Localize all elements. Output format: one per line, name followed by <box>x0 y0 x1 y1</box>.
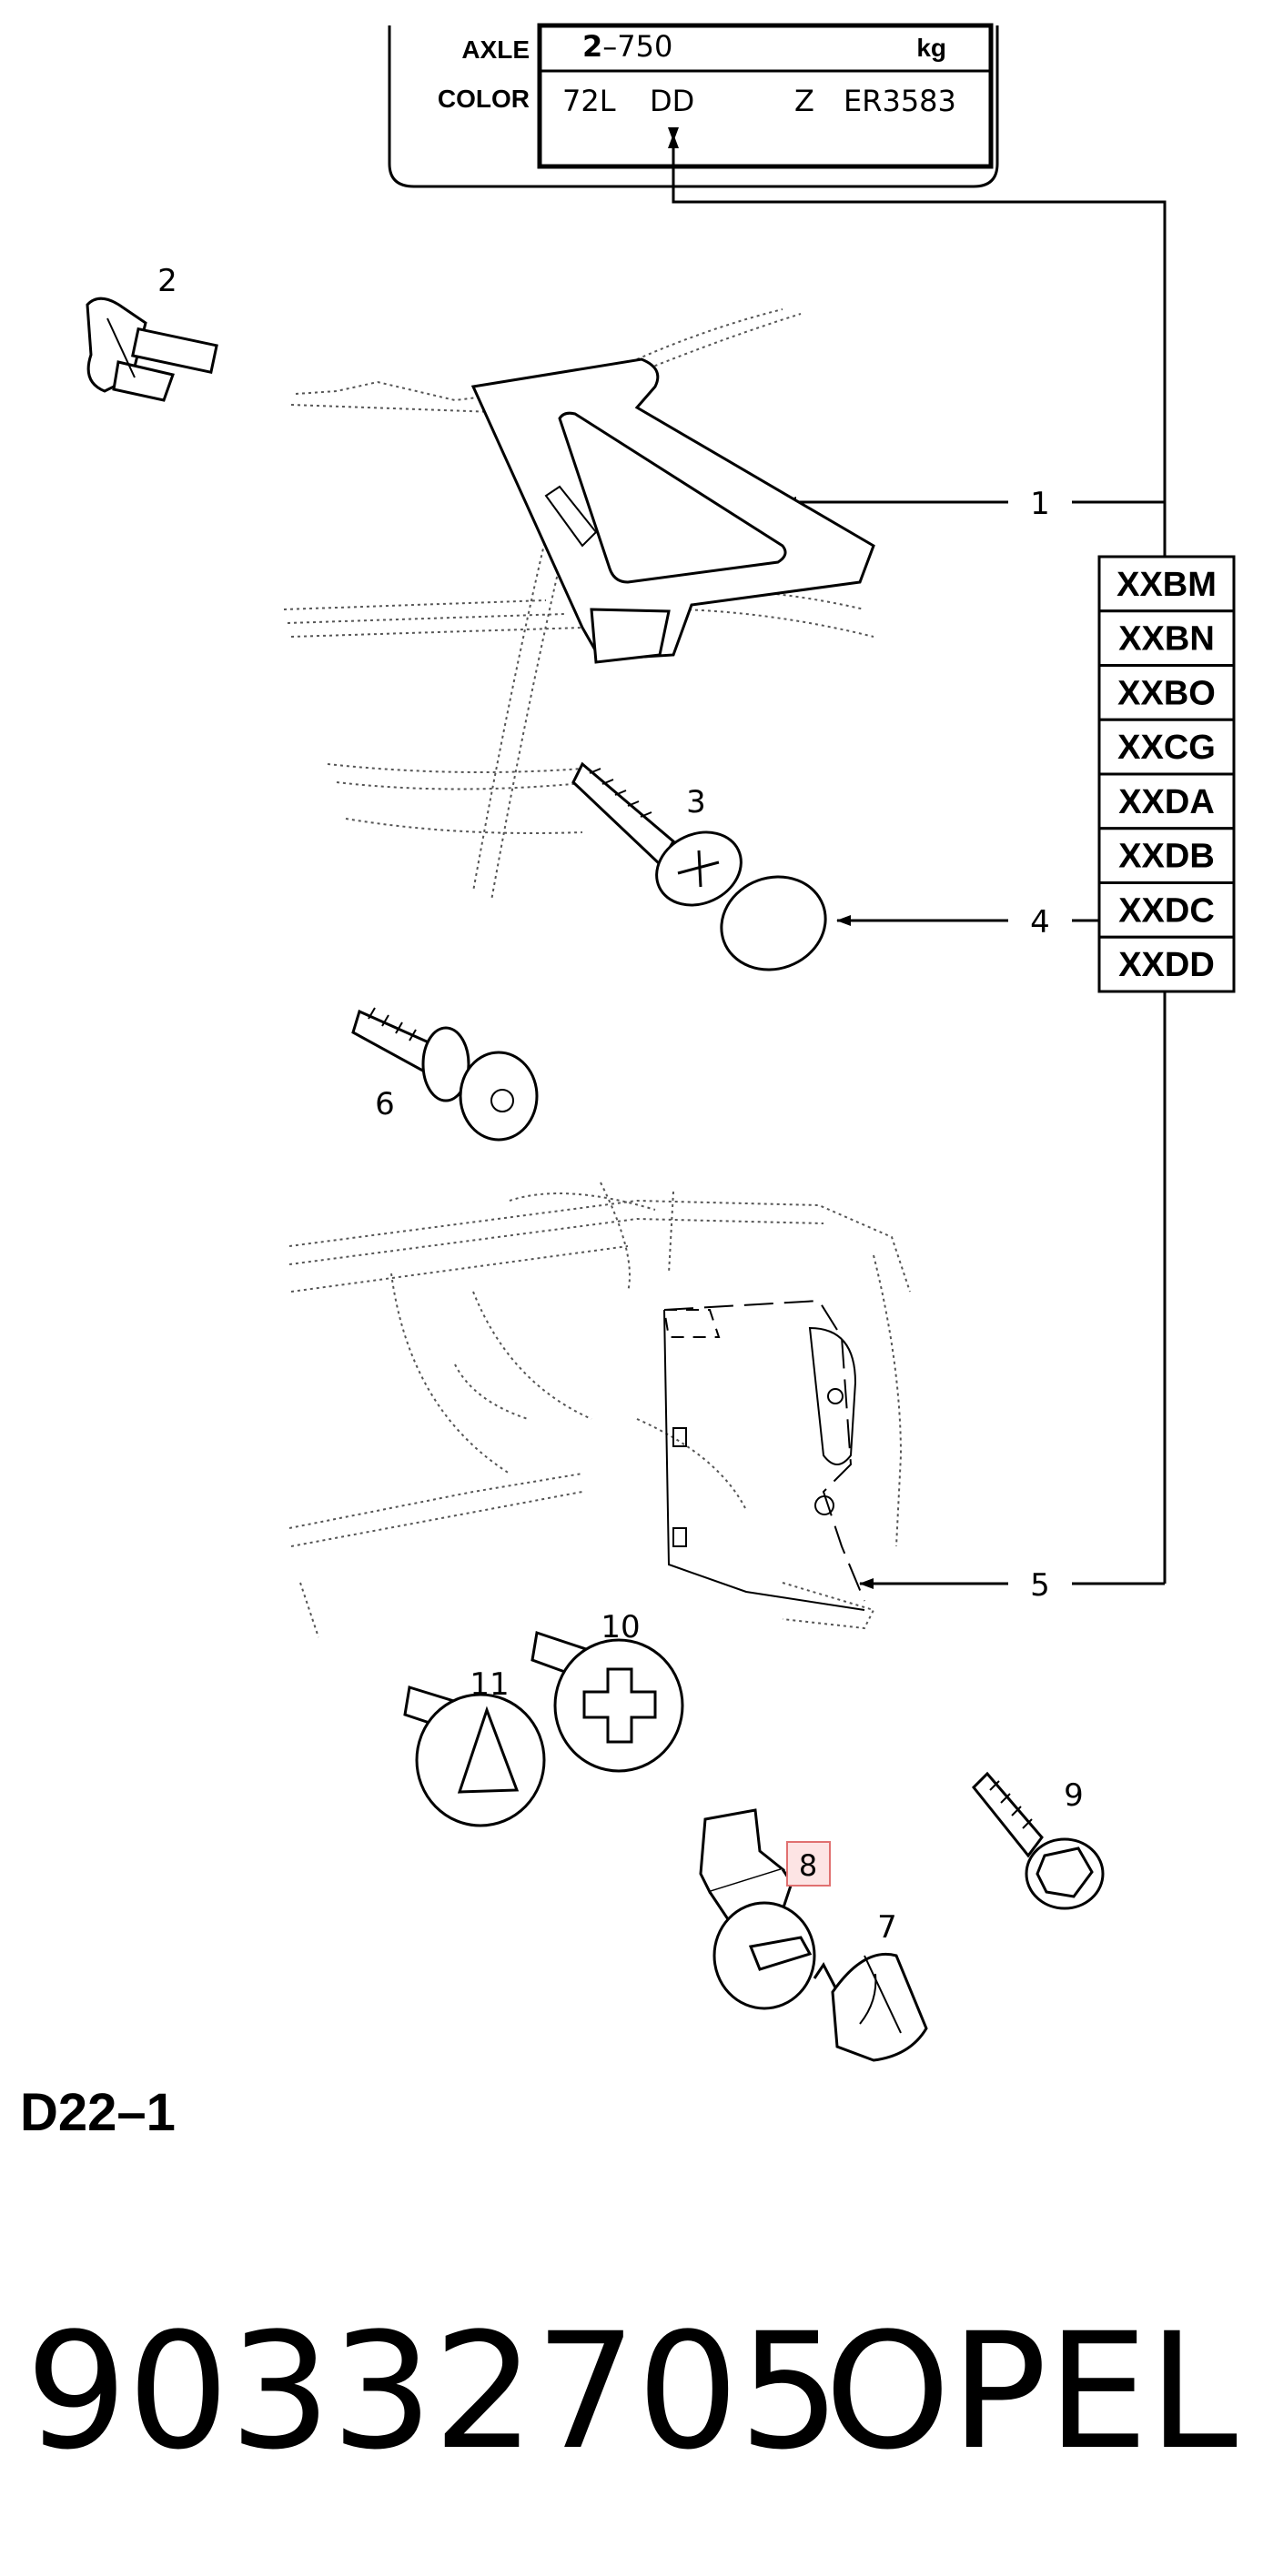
callout-1: 1 <box>1030 486 1050 522</box>
bolt-part-6 <box>351 1007 539 1142</box>
knob-part-7 <box>813 1952 928 2062</box>
code-label: XXDB <box>1118 838 1215 876</box>
color-value-1: 72L <box>562 84 616 118</box>
color-value-3: Z <box>794 84 814 118</box>
svg-text:2–750: 2–750 <box>582 29 672 64</box>
code-cell <box>1097 664 1236 721</box>
color-value-2: DD <box>650 84 694 118</box>
code-label: XXBN <box>1118 620 1215 659</box>
axle-unit: kg <box>916 34 946 62</box>
color-value-4: ER3583 <box>844 84 956 118</box>
identification-plate: AXLE COLOR 2–750 kg 72L DD Z ER3583 <box>388 23 999 188</box>
cap-part-4 <box>720 875 827 971</box>
brand-name: OPEL <box>824 2299 1238 2485</box>
option-code-table: XXBM XXBN XXBO XXCG XXDA XXDB XXDC XXDD <box>1097 555 1236 993</box>
callout-8-highlight <box>786 1841 831 1887</box>
callout-5: 5 <box>1030 1567 1050 1604</box>
code-cell <box>1097 935 1236 993</box>
part-number: 90332705 <box>25 2299 841 2485</box>
code-cell <box>1097 555 1236 613</box>
screw-part-3 <box>571 761 743 907</box>
callout-3: 3 <box>686 784 706 820</box>
axle-value: –750 <box>602 29 672 64</box>
code-cell <box>1097 827 1236 884</box>
callout-6: 6 <box>375 1086 395 1122</box>
callout-10: 10 <box>601 1609 640 1645</box>
code-label: XXCG <box>1117 729 1216 767</box>
screw-part-9 <box>971 1771 1105 1910</box>
axle-label: AXLE <box>461 35 530 64</box>
code-label: XXDC <box>1118 891 1215 930</box>
callout-4: 4 <box>1030 904 1050 941</box>
callout-leaders <box>782 497 1165 1589</box>
code-label: XXBO <box>1117 674 1216 712</box>
code-cell <box>1097 718 1236 776</box>
callout-2: 2 <box>157 263 177 299</box>
callout-numbers: 1 2 3 4 5 6 7 8 9 10 11 <box>157 263 1084 1946</box>
quarter-trim-part-1 <box>283 308 875 901</box>
callout-8: 8 <box>799 1848 817 1883</box>
hazard-plug-part-11 <box>403 1685 546 1827</box>
rear-trim-part-5 <box>288 1182 911 1638</box>
code-label: XXDA <box>1118 783 1215 821</box>
bracket-part-8 <box>699 1808 816 2010</box>
color-label: COLOR <box>438 85 530 113</box>
callout-11: 11 <box>470 1666 509 1703</box>
diagram-reference: D22–1 <box>20 2083 176 2142</box>
code-label: XXBM <box>1116 566 1217 604</box>
code-cell <box>1097 609 1236 667</box>
clip-part-2 <box>86 297 218 402</box>
code-label: XXDD <box>1118 946 1215 984</box>
callout-9: 9 <box>1064 1777 1084 1814</box>
connector-lines <box>668 127 1167 1584</box>
cross-plug-part-10 <box>530 1631 684 1773</box>
axle-prefix: 2 <box>582 29 602 64</box>
callout-7: 7 <box>877 1909 897 1946</box>
